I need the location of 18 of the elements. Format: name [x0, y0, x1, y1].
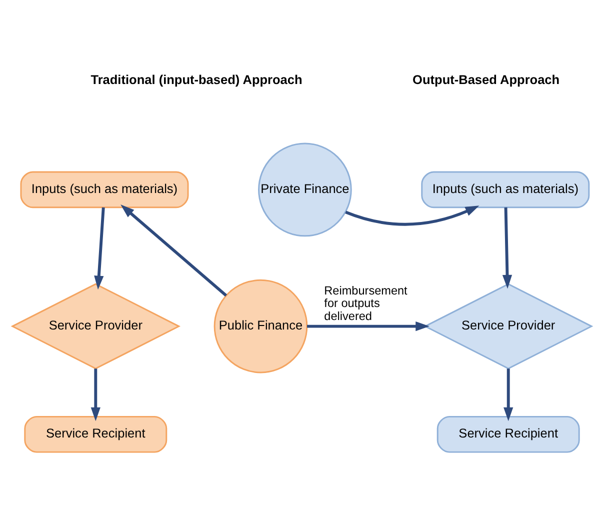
arrow	[307, 321, 430, 332]
arrow	[120, 204, 228, 297]
node-circle: Private Finance	[258, 142, 352, 237]
arrow	[502, 207, 512, 289]
node-diamond: Service Provider	[424, 283, 594, 370]
node-box: Service Recipient	[24, 416, 168, 453]
label: Output-Based Approach	[412, 72, 560, 87]
label: Traditional (input-based) Approach	[90, 72, 302, 87]
arrow	[94, 207, 105, 290]
edge-label: Reimbursement for outputs delivered	[324, 284, 408, 324]
node-box: Inputs (such as materials)	[421, 171, 590, 208]
node-box: Inputs (such as materials)	[20, 171, 189, 208]
node-diamond: Service Provider	[10, 283, 180, 370]
arrow	[504, 368, 514, 422]
node-circle: Public Finance	[214, 279, 308, 374]
arrow	[90, 368, 100, 422]
node-box: Service Recipient	[436, 416, 580, 453]
arrow	[345, 206, 480, 226]
